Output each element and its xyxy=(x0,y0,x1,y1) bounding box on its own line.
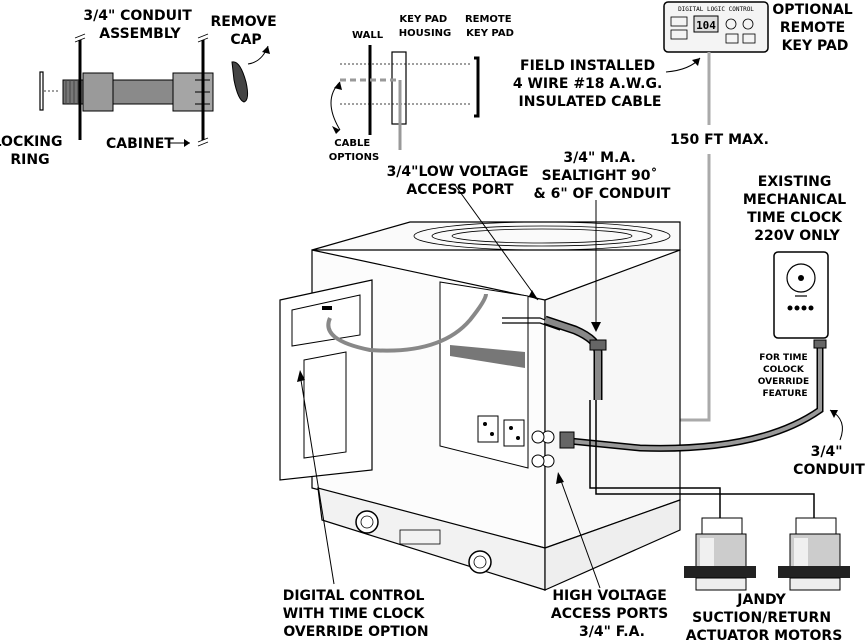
control-shelf xyxy=(450,345,525,368)
relay-1 xyxy=(477,415,499,443)
keypad-down-button xyxy=(725,18,737,30)
digital-control-label: DIGITAL CONTROL WITH TIME CLOCK OVERRIDE… xyxy=(283,588,430,640)
actuator-motor-1 xyxy=(684,517,756,591)
keypad-display xyxy=(693,15,719,33)
jandy-label: JANDY SUCTION/RETURN ACTUATOR MOTORS xyxy=(686,592,843,644)
keypad-up-button xyxy=(742,18,754,30)
cap-part xyxy=(231,61,249,103)
optional-remote-label: OPTIONAL REMOTE KEY PAD xyxy=(772,2,857,54)
max-length-label: 150 FT MAX. xyxy=(670,132,769,148)
keypad-header: DIGITAL LOGIC CONTROL xyxy=(678,6,754,13)
keypad-display-value: 104 xyxy=(696,19,716,32)
high-voltage-label: HIGH VOLTAGE ACCESS PORTS 3/4" F.A. xyxy=(551,588,673,640)
cabinet-label: CABINET xyxy=(106,136,174,152)
wiring xyxy=(297,184,843,589)
cable-options-detail: WALL KEY PAD HOUSING REMOTE KEY PAD CABL… xyxy=(329,14,515,163)
fan-grille xyxy=(413,221,671,251)
wall-label: WALL xyxy=(352,30,384,41)
relay-2 xyxy=(503,419,525,447)
conduit-assembly-label: 3/4" CONDUIT ASSEMBLY xyxy=(83,8,196,42)
conduit-nut xyxy=(82,72,114,112)
knob-right xyxy=(468,550,492,574)
sealtight-label: 3/4" M.A. SEALTIGHT 90˚ & 6" OF CONDUIT xyxy=(534,150,671,202)
conduit-pipe xyxy=(112,79,174,105)
clock-dial xyxy=(786,263,816,293)
remote-keypad-part xyxy=(474,56,480,118)
keypad-housing-label: KEY PAD HOUSING xyxy=(399,14,452,39)
time-clock: EXISTING MECHANICAL TIME CLOCK 220V ONLY… xyxy=(743,174,865,478)
door-cable xyxy=(326,293,488,353)
heat-pump-unit xyxy=(279,221,681,591)
cable-options-label: CABLE OPTIONS xyxy=(329,138,379,163)
low-voltage-port-label: 3/4"LOW VOLTAGE ACCESS PORT xyxy=(387,164,534,198)
override-feature-label: FOR TIME COLOCK OVERRIDE FEATURE xyxy=(758,353,813,399)
remove-cap-label: REMOVE CAP xyxy=(210,14,281,48)
remote-keypad-small-label: REMOTE KEY PAD xyxy=(465,14,515,39)
actuator-motors xyxy=(684,517,850,591)
open-door xyxy=(279,279,373,481)
door-display-window xyxy=(291,294,361,347)
knob-left xyxy=(355,510,379,534)
time-clock-conduit xyxy=(559,345,822,451)
locking-ring-label: LOCKING RING xyxy=(0,134,67,168)
field-installed-label: FIELD INSTALLED 4 WIRE #18 A.W.G. INSULA… xyxy=(513,58,667,110)
actuator-motor-2 xyxy=(778,517,850,591)
side-panel xyxy=(544,249,681,549)
remote-keypad: DIGITAL LOGIC CONTROL 104 OPTIONAL REMOT… xyxy=(513,1,857,422)
time-clock-label: EXISTING MECHANICAL TIME CLOCK 220V ONLY xyxy=(743,174,851,244)
locking-ring-part xyxy=(39,71,44,111)
conduit-assembly-detail: 3/4" CONDUIT ASSEMBLY REMOVE CAP LOCKING… xyxy=(0,8,281,168)
conduit-label: 3/4" CONDUIT xyxy=(793,444,865,478)
